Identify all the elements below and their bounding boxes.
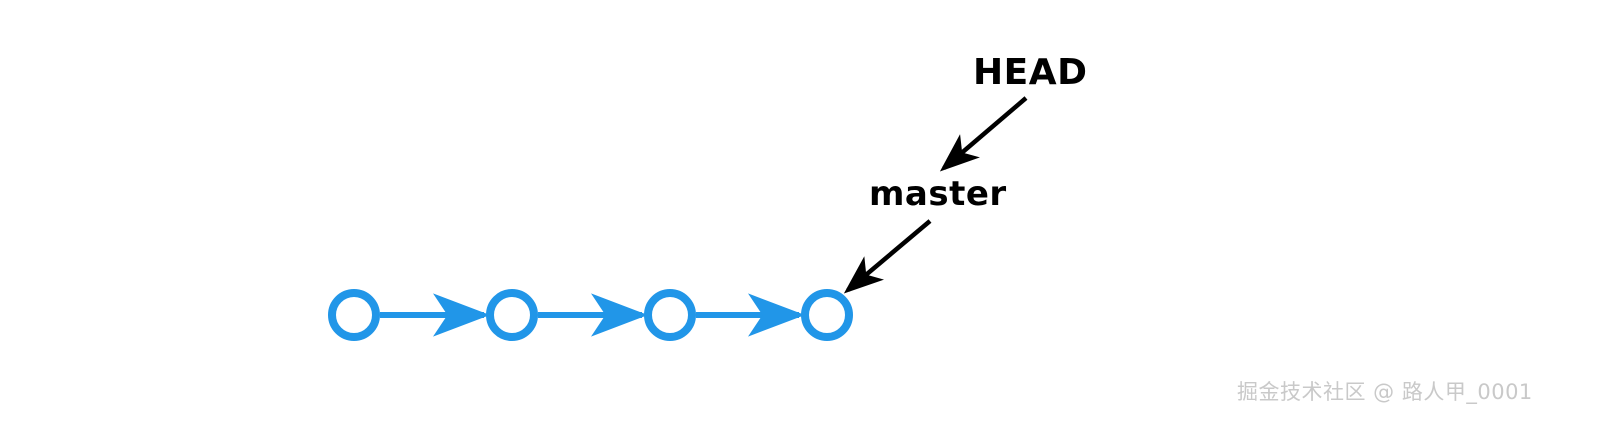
commit-node-2[interactable] (486, 289, 538, 341)
master-pointer-arrow (843, 219, 932, 294)
head-pointer-arrow (939, 96, 1028, 172)
commit-nodes (328, 289, 853, 341)
watermark-text: 掘金技术社区 @ 路人甲_0001 (1237, 380, 1533, 404)
commit-node-3[interactable] (644, 289, 696, 341)
master-branch-label: master (869, 174, 1007, 214)
head-label: HEAD (973, 52, 1087, 93)
graph-labels: HEAD master (869, 52, 1087, 214)
commit-node-1[interactable] (328, 289, 380, 341)
commit-node-4[interactable] (801, 289, 853, 341)
pointer-arrows (843, 96, 1028, 294)
